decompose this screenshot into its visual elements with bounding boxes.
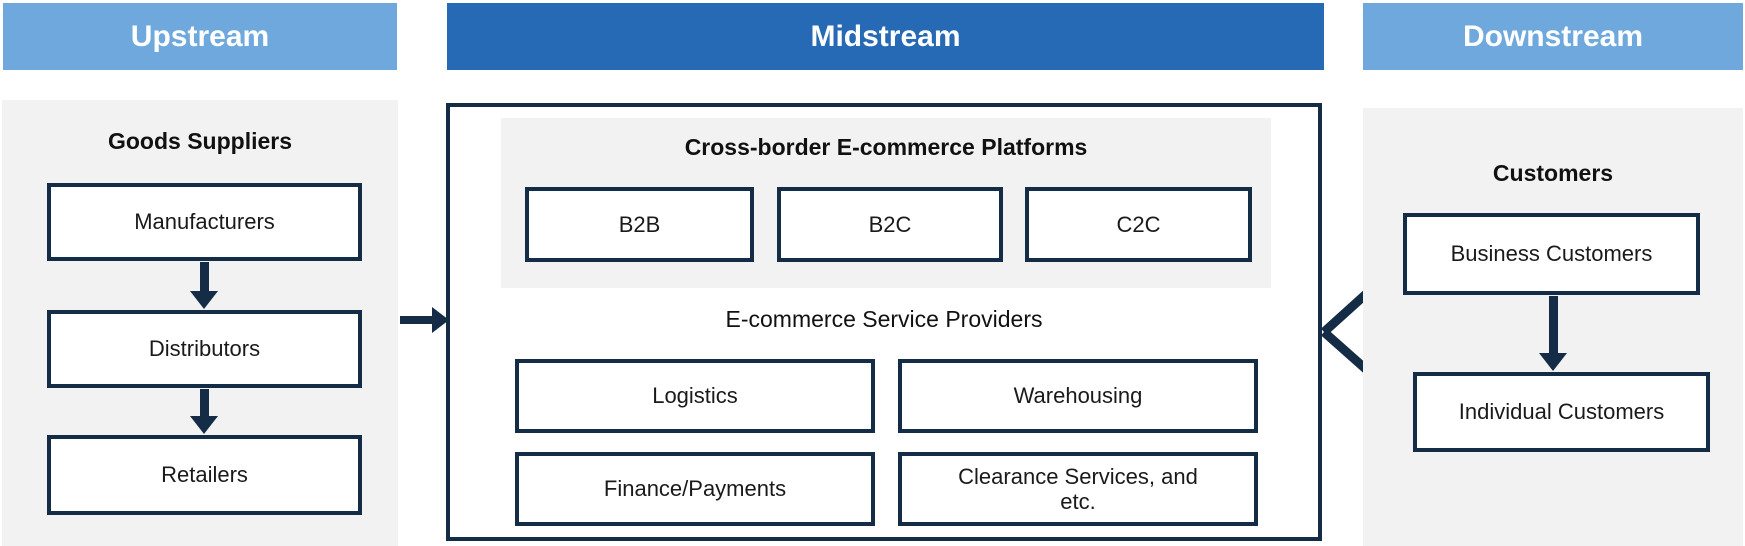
warehousing-label: Warehousing	[1013, 383, 1143, 408]
b2c-label: B2C	[868, 211, 912, 237]
retailers-box: Retailers	[47, 435, 362, 515]
arrow-down-head	[190, 291, 218, 309]
arrow-manufacturers-to-distributors	[190, 262, 218, 309]
clearance-services-label: Clearance Services, and etc.	[958, 463, 1198, 514]
b2c-box: B2C	[777, 187, 1003, 262]
business-customers-label: Business Customers	[1450, 241, 1653, 266]
individual-customers-label: Individual Customers	[1458, 399, 1665, 424]
b2b-box: B2B	[525, 187, 754, 262]
warehousing-box: Warehousing	[898, 359, 1258, 433]
finance-payments-box: Finance/Payments	[515, 452, 875, 526]
arrow-down-head	[1539, 353, 1567, 371]
b2b-label: B2B	[618, 211, 661, 237]
midstream-header: Midstream	[447, 3, 1324, 70]
customers-title: Customers	[1492, 160, 1614, 186]
logistics-box: Logistics	[515, 359, 875, 433]
arrow-right-head	[432, 307, 449, 333]
services-title: E-commerce Service Providers	[725, 306, 1043, 332]
manufacturers-box: Manufacturers	[47, 183, 362, 261]
goods-suppliers-title: Goods Suppliers	[107, 128, 293, 154]
business-customers-box: Business Customers	[1403, 213, 1700, 295]
arrow-down-head	[190, 416, 218, 434]
retailers-label: Retailers	[161, 462, 248, 487]
downstream-header: Downstream	[1363, 3, 1743, 70]
arrow-business-to-individual	[1539, 296, 1567, 371]
distributors-box: Distributors	[47, 310, 362, 388]
arrow-distributors-to-retailers	[190, 389, 218, 434]
arrow-shaft	[1548, 296, 1558, 353]
upstream-header-label: Upstream	[130, 19, 270, 53]
arrow-upstream-to-midstream	[400, 307, 449, 333]
c2c-box: C2C	[1025, 187, 1252, 262]
manufacturers-label: Manufacturers	[134, 209, 275, 234]
downstream-header-label: Downstream	[1462, 19, 1644, 53]
logistics-label: Logistics	[652, 383, 738, 408]
distributors-label: Distributors	[148, 336, 261, 361]
upstream-header: Upstream	[3, 3, 397, 70]
finance-payments-label: Finance/Payments	[603, 476, 787, 501]
clearance-services-box: Clearance Services, and etc.	[898, 452, 1258, 526]
arrow-shaft	[199, 262, 209, 291]
c2c-label: C2C	[1116, 211, 1161, 237]
midstream-header-label: Midstream	[810, 19, 961, 53]
arrow-shaft	[199, 389, 209, 416]
individual-customers-box: Individual Customers	[1413, 372, 1710, 452]
arrow-shaft	[400, 316, 434, 324]
platforms-title: Cross-border E-commerce Platforms	[684, 134, 1088, 160]
